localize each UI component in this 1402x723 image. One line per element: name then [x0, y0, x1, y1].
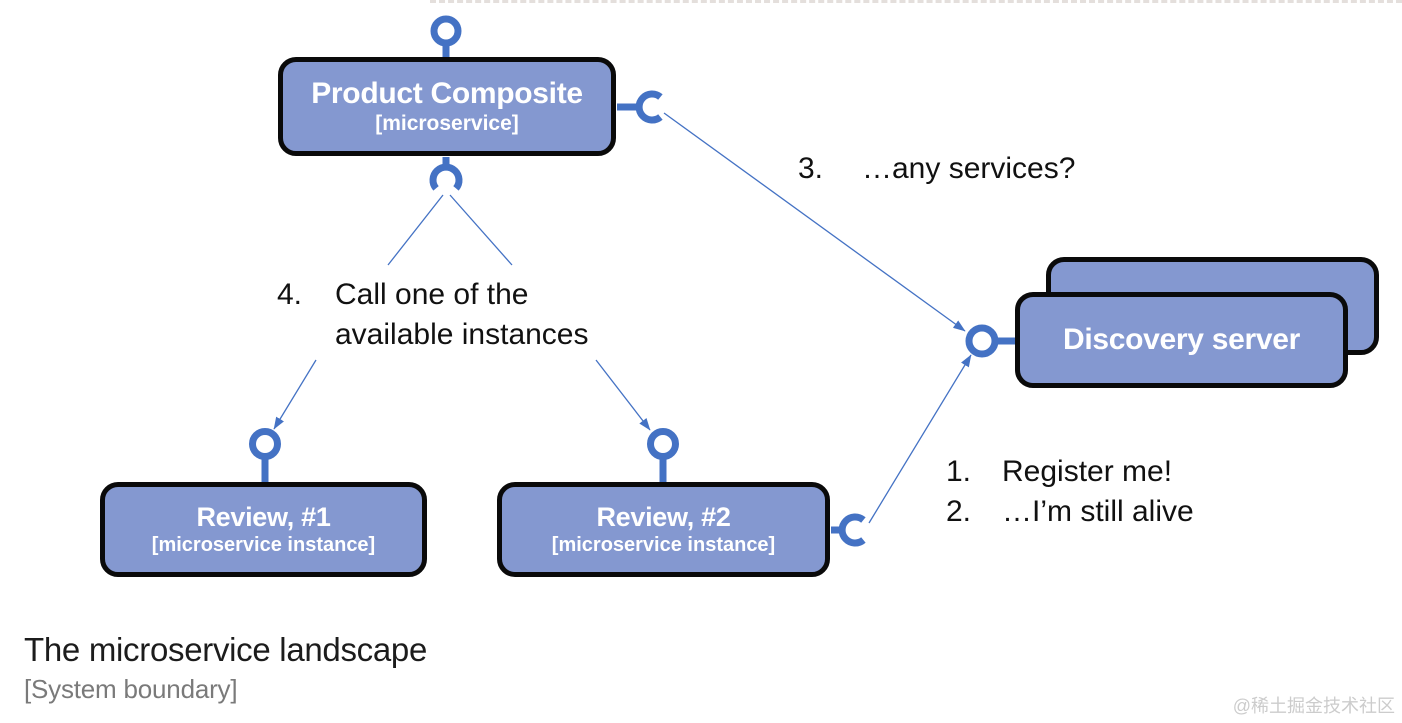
- step-number: 2.: [946, 495, 972, 528]
- annotation-step-4: 4. Call one of the available instances: [277, 275, 589, 355]
- lollipop-icon-review2-top: [647, 428, 679, 483]
- node-title: Review, #1: [196, 501, 331, 532]
- annotation-step-3: 3. …any services?: [798, 149, 1075, 189]
- annotation-step-2: 2. …I’m still alive: [946, 492, 1194, 532]
- caption-subtitle: [System boundary]: [24, 674, 238, 704]
- system-boundary-dashed-line: [430, 0, 1402, 3]
- lollipop-icon-review1-top: [249, 428, 281, 483]
- node-discovery-server: Discovery server: [1015, 292, 1348, 388]
- step-number: 1.: [946, 455, 972, 488]
- node-product-composite: Product Composite [microservice]: [278, 57, 616, 156]
- node-subtitle: [microservice]: [375, 112, 519, 136]
- line-pc-to-review1-upper: [387, 194, 444, 266]
- node-subtitle: [microservice instance]: [151, 534, 376, 557]
- annotation-step-1: 1. Register me!: [946, 452, 1194, 492]
- step-text-line1: Call one of the: [335, 278, 529, 311]
- socket-icon-product-composite-right: [617, 90, 663, 124]
- step-number: 4.: [277, 278, 303, 311]
- node-title: Discovery server: [1062, 322, 1301, 356]
- step-text: Register me!: [1002, 455, 1173, 488]
- node-title: Review, #2: [596, 501, 731, 532]
- node-review-2: Review, #2 [microservice instance]: [497, 482, 830, 577]
- arrow-line-review2-to-discovery: [868, 354, 972, 524]
- arrow-line-pc-to-review2-lower: [595, 359, 651, 431]
- step-text: …any services?: [862, 152, 1076, 185]
- socket-icon-review2-right: [831, 513, 866, 547]
- step-text: …I’m still alive: [1002, 495, 1194, 528]
- step-number: 3.: [798, 152, 824, 185]
- arrow-line-pc-to-review1-lower: [273, 359, 317, 430]
- caption-title: The microservice landscape: [24, 631, 428, 668]
- node-subtitle: [microservice instance]: [551, 534, 776, 557]
- line-pc-to-review2-upper: [449, 194, 513, 266]
- diagram-caption: The microservice landscape [System bound…: [24, 631, 427, 705]
- step-text-line2: available instances: [335, 318, 589, 351]
- annotation-steps-1-2: 1. Register me! 2. …I’m still alive: [946, 452, 1194, 532]
- step-text: Call one of the available instances: [335, 275, 589, 355]
- lollipop-icon-product-composite-top: [430, 15, 462, 58]
- node-title: Product Composite: [311, 76, 583, 110]
- watermark: @稀土掘金技术社区: [1232, 696, 1395, 716]
- socket-icon-product-composite-bottom: [429, 157, 463, 191]
- lollipop-icon-discovery-left: [965, 324, 1017, 358]
- node-review-1: Review, #1 [microservice instance]: [100, 482, 427, 577]
- arrow-line-pc-to-discovery: [663, 112, 966, 332]
